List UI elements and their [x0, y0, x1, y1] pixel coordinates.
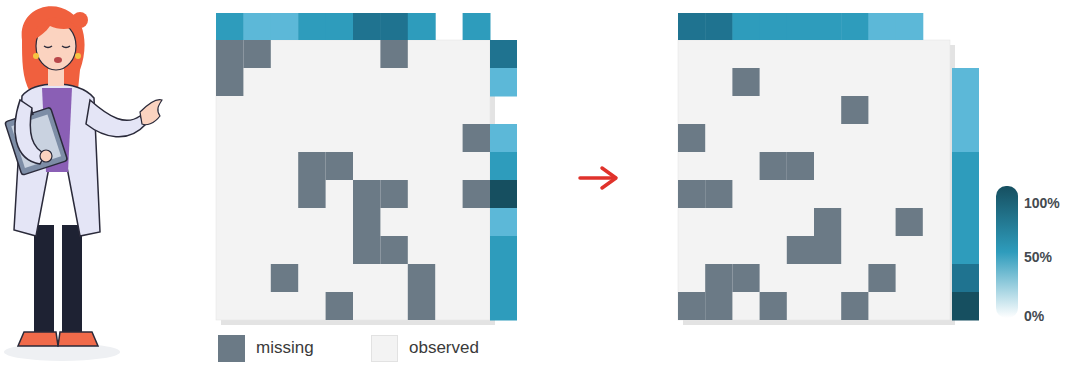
missing-cell: [896, 208, 923, 236]
missing-cell: [326, 152, 353, 180]
row-missing-bar: [952, 96, 979, 125]
matrix-background: [678, 40, 950, 320]
row-missing-bar: [490, 292, 517, 321]
missing-cell: [787, 152, 814, 180]
row-missing-bar: [490, 180, 517, 209]
column-missing-bar: [841, 13, 869, 40]
legend-label: observed: [409, 338, 479, 358]
missing-cell: [705, 292, 732, 320]
column-missing-bar: [243, 13, 271, 40]
missing-cell: [705, 264, 732, 292]
missing-cell: [216, 68, 243, 96]
missing-cell: [380, 40, 407, 68]
row-missing-bar: [952, 208, 979, 237]
missing-cell: [814, 236, 841, 264]
legend-label: missing: [256, 338, 314, 358]
column-missing-bar: [732, 13, 760, 40]
scientist-figure: [3, 6, 162, 361]
column-missing-bar: [678, 13, 706, 40]
column-missing-bar: [298, 13, 326, 40]
missing-cell: [678, 292, 705, 320]
column-missing-bar: [896, 13, 924, 40]
missing-cell: [216, 40, 243, 68]
transform-arrow: [580, 168, 616, 188]
row-missing-bar: [952, 68, 979, 97]
row-missing-bar: [952, 124, 979, 153]
column-missing-bar: [760, 13, 788, 40]
missing-cell: [271, 264, 298, 292]
missing-cell: [380, 236, 407, 264]
missing-cell: [814, 208, 841, 236]
color-scale: [996, 186, 1018, 318]
missing-cell: [678, 180, 705, 208]
missing-cell: [243, 40, 270, 68]
missing-cell: [298, 180, 325, 208]
row-missing-bar: [490, 152, 517, 181]
column-missing-bar: [353, 13, 381, 40]
row-missing-bar: [952, 180, 979, 209]
column-missing-bar: [463, 13, 491, 40]
missing-cell: [841, 292, 868, 320]
missing-cell: [787, 236, 814, 264]
row-missing-bar: [490, 68, 517, 97]
missing-cell: [353, 208, 380, 236]
row-missing-bar: [490, 264, 517, 293]
missing-cell: [868, 264, 895, 292]
row-missing-bar: [952, 292, 979, 321]
column-missing-bar: [408, 13, 436, 40]
row-missing-bar: [490, 236, 517, 265]
missing-cell: [841, 96, 868, 124]
scale-label: 50%: [1024, 249, 1052, 265]
column-missing-bar: [787, 13, 815, 40]
missing-cell: [705, 180, 732, 208]
missing-cell: [353, 180, 380, 208]
column-missing-bar: [271, 13, 299, 40]
row-missing-bar: [952, 264, 979, 293]
missing-cell: [298, 152, 325, 180]
row-missing-bar: [490, 124, 517, 153]
column-missing-bar: [380, 13, 408, 40]
missing-cell: [408, 264, 435, 292]
column-missing-bar: [705, 13, 733, 40]
row-missing-bar: [490, 208, 517, 237]
missing-cell: [408, 292, 435, 320]
missing-cell: [732, 68, 759, 96]
column-missing-bar: [216, 13, 244, 40]
row-missing-bar: [952, 152, 979, 181]
column-missing-bar: [326, 13, 354, 40]
missing-cell: [463, 124, 490, 152]
missing-cell: [380, 180, 407, 208]
legend-swatch: [218, 335, 245, 362]
missing-cell: [353, 236, 380, 264]
row-missing-bar: [490, 40, 517, 69]
column-missing-bar: [814, 13, 842, 40]
row-missing-bar: [952, 236, 979, 265]
legend-swatch: [371, 335, 398, 362]
missing-cell: [760, 292, 787, 320]
missing-cell: [732, 264, 759, 292]
column-missing-bar: [868, 13, 896, 40]
scale-label: 0%: [1024, 308, 1044, 324]
matrix-background: [216, 40, 490, 320]
missing-cell: [760, 152, 787, 180]
missing-cell: [678, 124, 705, 152]
missing-cell: [463, 180, 490, 208]
scale-label: 100%: [1024, 195, 1060, 211]
missing-cell: [326, 292, 353, 320]
